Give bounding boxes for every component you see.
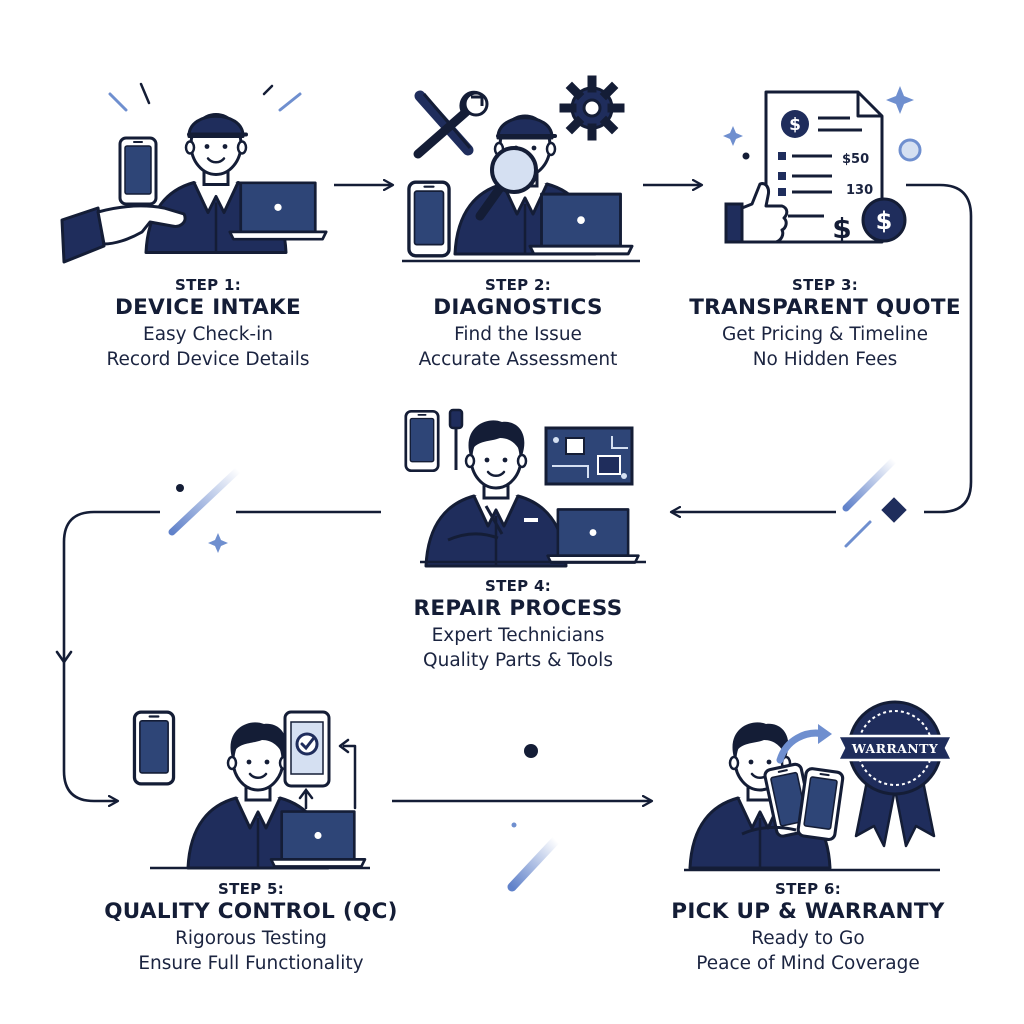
step-4-caption: STEP 4: REPAIR PROCESS Expert Technician… [353,577,683,673]
warranty-badge-icon: WARRANTY [836,700,954,848]
step-5-line-1: Rigorous Testing [175,928,327,949]
smartphone-icon [407,180,451,258]
arrow-step4-to-step5 [62,510,381,801]
step-2-title: DIAGNOSTICS [433,295,603,320]
svg-text:$: $ [876,207,893,235]
laptop-icon [546,507,640,565]
quote-price-2: 130 [846,183,873,198]
step-6-line-2: Peace of Mind Coverage [696,953,920,974]
step-3-caption: STEP 3: TRANSPARENT QUOTE Get Pricing & … [660,276,990,372]
thumbs-up-icon [724,182,789,244]
step-6-number: STEP 6: [774,880,842,898]
step-1-illustration [60,82,328,264]
circuit-board-icon [544,426,634,486]
step-4-line-2: Quality Parts & Tools [423,650,613,671]
step-2-line-2: Accurate Assessment [418,349,618,370]
step-4-illustration [404,408,646,568]
warranty-badge-label: WARRANTY [851,741,939,756]
checkmark-phone-icon [283,710,331,788]
step-5-caption: STEP 5: QUALITY CONTROL (QC) Rigorous Te… [86,880,416,976]
step-1-caption: STEP 1: DEVICE INTAKE Easy Check-in Reco… [43,276,373,372]
laptop-icon [528,192,634,256]
step-1-line-2: Record Device Details [106,349,310,370]
svg-text:$: $ [832,212,851,245]
step-3-number: STEP 3: [791,276,859,294]
laptop-icon [269,810,367,868]
step-2-line-1: Find the Issue [454,324,582,345]
step-2-number: STEP 2: [484,276,552,294]
dollar-coin-icon: $ [861,197,907,243]
flow-connectors [55,183,973,801]
arrow-step3-to-step4 [906,183,973,514]
quote-price-1: $50 [842,152,869,167]
decorations [168,86,922,892]
step-6-illustration: WARRANTY [684,700,954,872]
step-3-line-2: No Hidden Fees [752,349,898,370]
step-1-number: STEP 1: [174,276,242,294]
step-3-illustration: $ $50 130 $ $ [724,90,907,245]
step-4-number: STEP 4: [484,577,552,595]
step-1-title: DEVICE INTAKE [115,295,301,320]
smartphone-icon [404,409,440,473]
quote-dollar-symbol: $ [789,115,801,135]
smartphone-icon [118,136,158,206]
laptop-icon [228,181,328,241]
step-2-caption: STEP 2: DIAGNOSTICS Find the Issue Accur… [353,276,683,372]
handing-hand-icon [60,204,187,264]
step-3-line-1: Get Pricing & Timeline [721,324,929,345]
step-3-title: TRANSPARENT QUOTE [689,295,961,320]
magnifier-icon [475,146,538,221]
step-6-caption: STEP 6: PICK UP & WARRANTY Ready to Go P… [643,880,973,976]
step-5-title: QUALITY CONTROL (QC) [104,899,398,924]
screwdriver-icon [448,408,464,470]
step-4-title: REPAIR PROCESS [413,596,623,621]
step-6-line-1: Ready to Go [751,928,865,949]
step-5-illustration [132,710,370,870]
step-1-line-1: Easy Check-in [143,324,273,345]
smartphone-icon [132,710,176,786]
gear-icon [559,75,625,141]
step-6-title: PICK UP & WARRANTY [671,899,945,924]
step-2-illustration [402,75,640,263]
step-5-line-2: Ensure Full Functionality [138,953,364,974]
wrench-screwdriver-icon [413,90,489,159]
step-5-number: STEP 5: [217,880,285,898]
step-4-line-1: Expert Technicians [431,625,605,646]
